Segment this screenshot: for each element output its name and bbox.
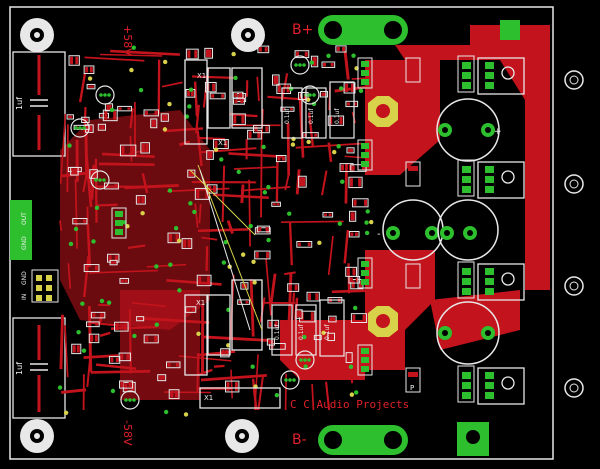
copper-pour-lower: [365, 250, 435, 370]
electrolytic-cap-mid-right: [437, 199, 499, 261]
b-plus-pad: [318, 15, 408, 45]
cap-small-4-label: 0.1uf: [274, 324, 281, 340]
header-2: [357, 139, 373, 171]
cap-bottom-label: 1uf: [15, 362, 24, 375]
cap-top-label: 1uf: [15, 97, 24, 110]
header-5: [111, 207, 127, 239]
resistor-box-4: [184, 294, 208, 376]
cap-small-1-label: 0.1uf: [284, 108, 291, 124]
header-3: [357, 257, 373, 289]
in-bottom-label: IN: [21, 294, 28, 300]
jumper-wire-1: [197, 164, 263, 331]
resistor-box-1: [184, 59, 208, 145]
output-transistor-3: [405, 261, 525, 301]
left-connector: [10, 200, 32, 260]
v-pos-label: +58V: [121, 25, 134, 56]
board-title: C C Audio Projects: [290, 398, 409, 411]
capacitor-box-top: [12, 51, 66, 157]
header-1: [357, 57, 373, 89]
resistor-box-5: [207, 294, 231, 356]
octagon-pad-bottom: [368, 306, 398, 337]
capacitor-box-x1: [199, 387, 281, 409]
jumper-wire-3: [189, 169, 256, 236]
mount-hole-bottom-mid: [225, 419, 259, 453]
copper-pour-left: [60, 110, 210, 330]
copper-pour-right-lower: [430, 290, 520, 350]
cap-small-2-label: 0.1uf: [308, 108, 315, 124]
mount-hole-bottom-left: [20, 419, 54, 453]
header-4: [357, 344, 373, 376]
b-minus-label: B-: [292, 432, 307, 448]
jumper-wire-2: [199, 169, 251, 331]
electrolytic-cap-mid-left: [382, 199, 444, 261]
mount-hole-top-mid: [231, 18, 265, 52]
heatsink-hole-4: [564, 378, 584, 398]
cap-small-3-label: 0.1uf: [334, 108, 341, 124]
electrolytic-cap-top: [436, 98, 500, 162]
green-pad-top: [445, 20, 520, 40]
copper-pour-top-right: [395, 25, 550, 290]
cap-small-6-label: 0.1uf: [324, 324, 331, 340]
output-transistor-1: [405, 55, 525, 95]
out-top-label: OUT: [21, 212, 28, 225]
minus-sign: -: [377, 229, 381, 240]
gnd-mid-label: GND: [21, 271, 28, 285]
output-pad-bottom: [457, 422, 489, 456]
x1-label-c: X1: [196, 299, 205, 307]
copper-pour-upper: [365, 60, 440, 175]
output-transistor-4: [405, 365, 525, 405]
electrolytic-cap-bottom: [436, 301, 500, 365]
b-minus-pad: [318, 425, 408, 455]
v-neg-label: -58V: [121, 420, 134, 446]
octagon-pad-top: [368, 96, 398, 127]
resistor-box-3: [231, 67, 263, 129]
mount-hole-top-left: [20, 18, 54, 52]
b-plus-label: B+: [292, 22, 313, 38]
resistor-box-6: [231, 279, 263, 351]
output-transistors: [405, 55, 525, 405]
capacitor-box-bottom: [12, 317, 66, 419]
heatsink-hole-2: [564, 174, 584, 194]
gnd-top-label: GND: [21, 236, 28, 250]
output-transistor-2: [405, 159, 525, 199]
three-pin-headers: [111, 57, 373, 376]
component-field: [57, 45, 374, 417]
x1-label: X1: [197, 72, 206, 80]
p-label: P: [410, 384, 414, 392]
resistor-box-2: [207, 67, 231, 129]
x1-label-b: X1: [218, 139, 227, 147]
heatsink-hole-1: [564, 70, 584, 90]
plus-sign-top: +: [494, 127, 502, 137]
cap-small-5-label: 0.1uf: [298, 324, 305, 340]
input-header: [31, 269, 59, 303]
heatsink-hole-3: [564, 276, 584, 296]
x1-bottom-label: X1: [204, 394, 213, 402]
